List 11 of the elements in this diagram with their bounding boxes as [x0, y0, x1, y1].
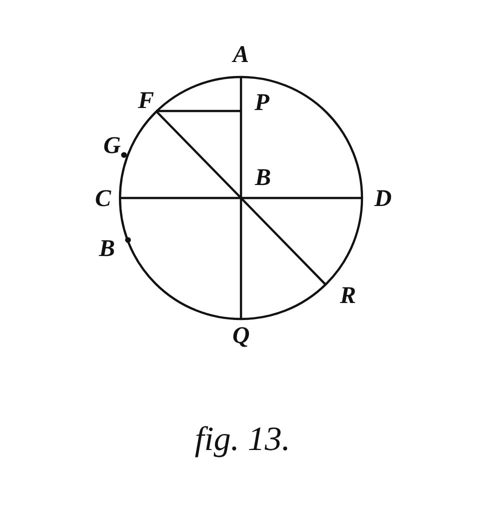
point-label: P: [254, 91, 270, 115]
point-label: F: [138, 89, 154, 113]
point-label: Q: [232, 324, 250, 348]
point-label: A: [233, 43, 249, 67]
point-label: C: [95, 187, 111, 211]
point-label: R: [340, 284, 356, 308]
point-label: B: [255, 166, 271, 190]
point-label: D: [374, 187, 392, 211]
point-label: B: [99, 237, 115, 261]
point-label: G: [103, 134, 121, 158]
figure-caption: fig. 13.: [194, 421, 290, 459]
